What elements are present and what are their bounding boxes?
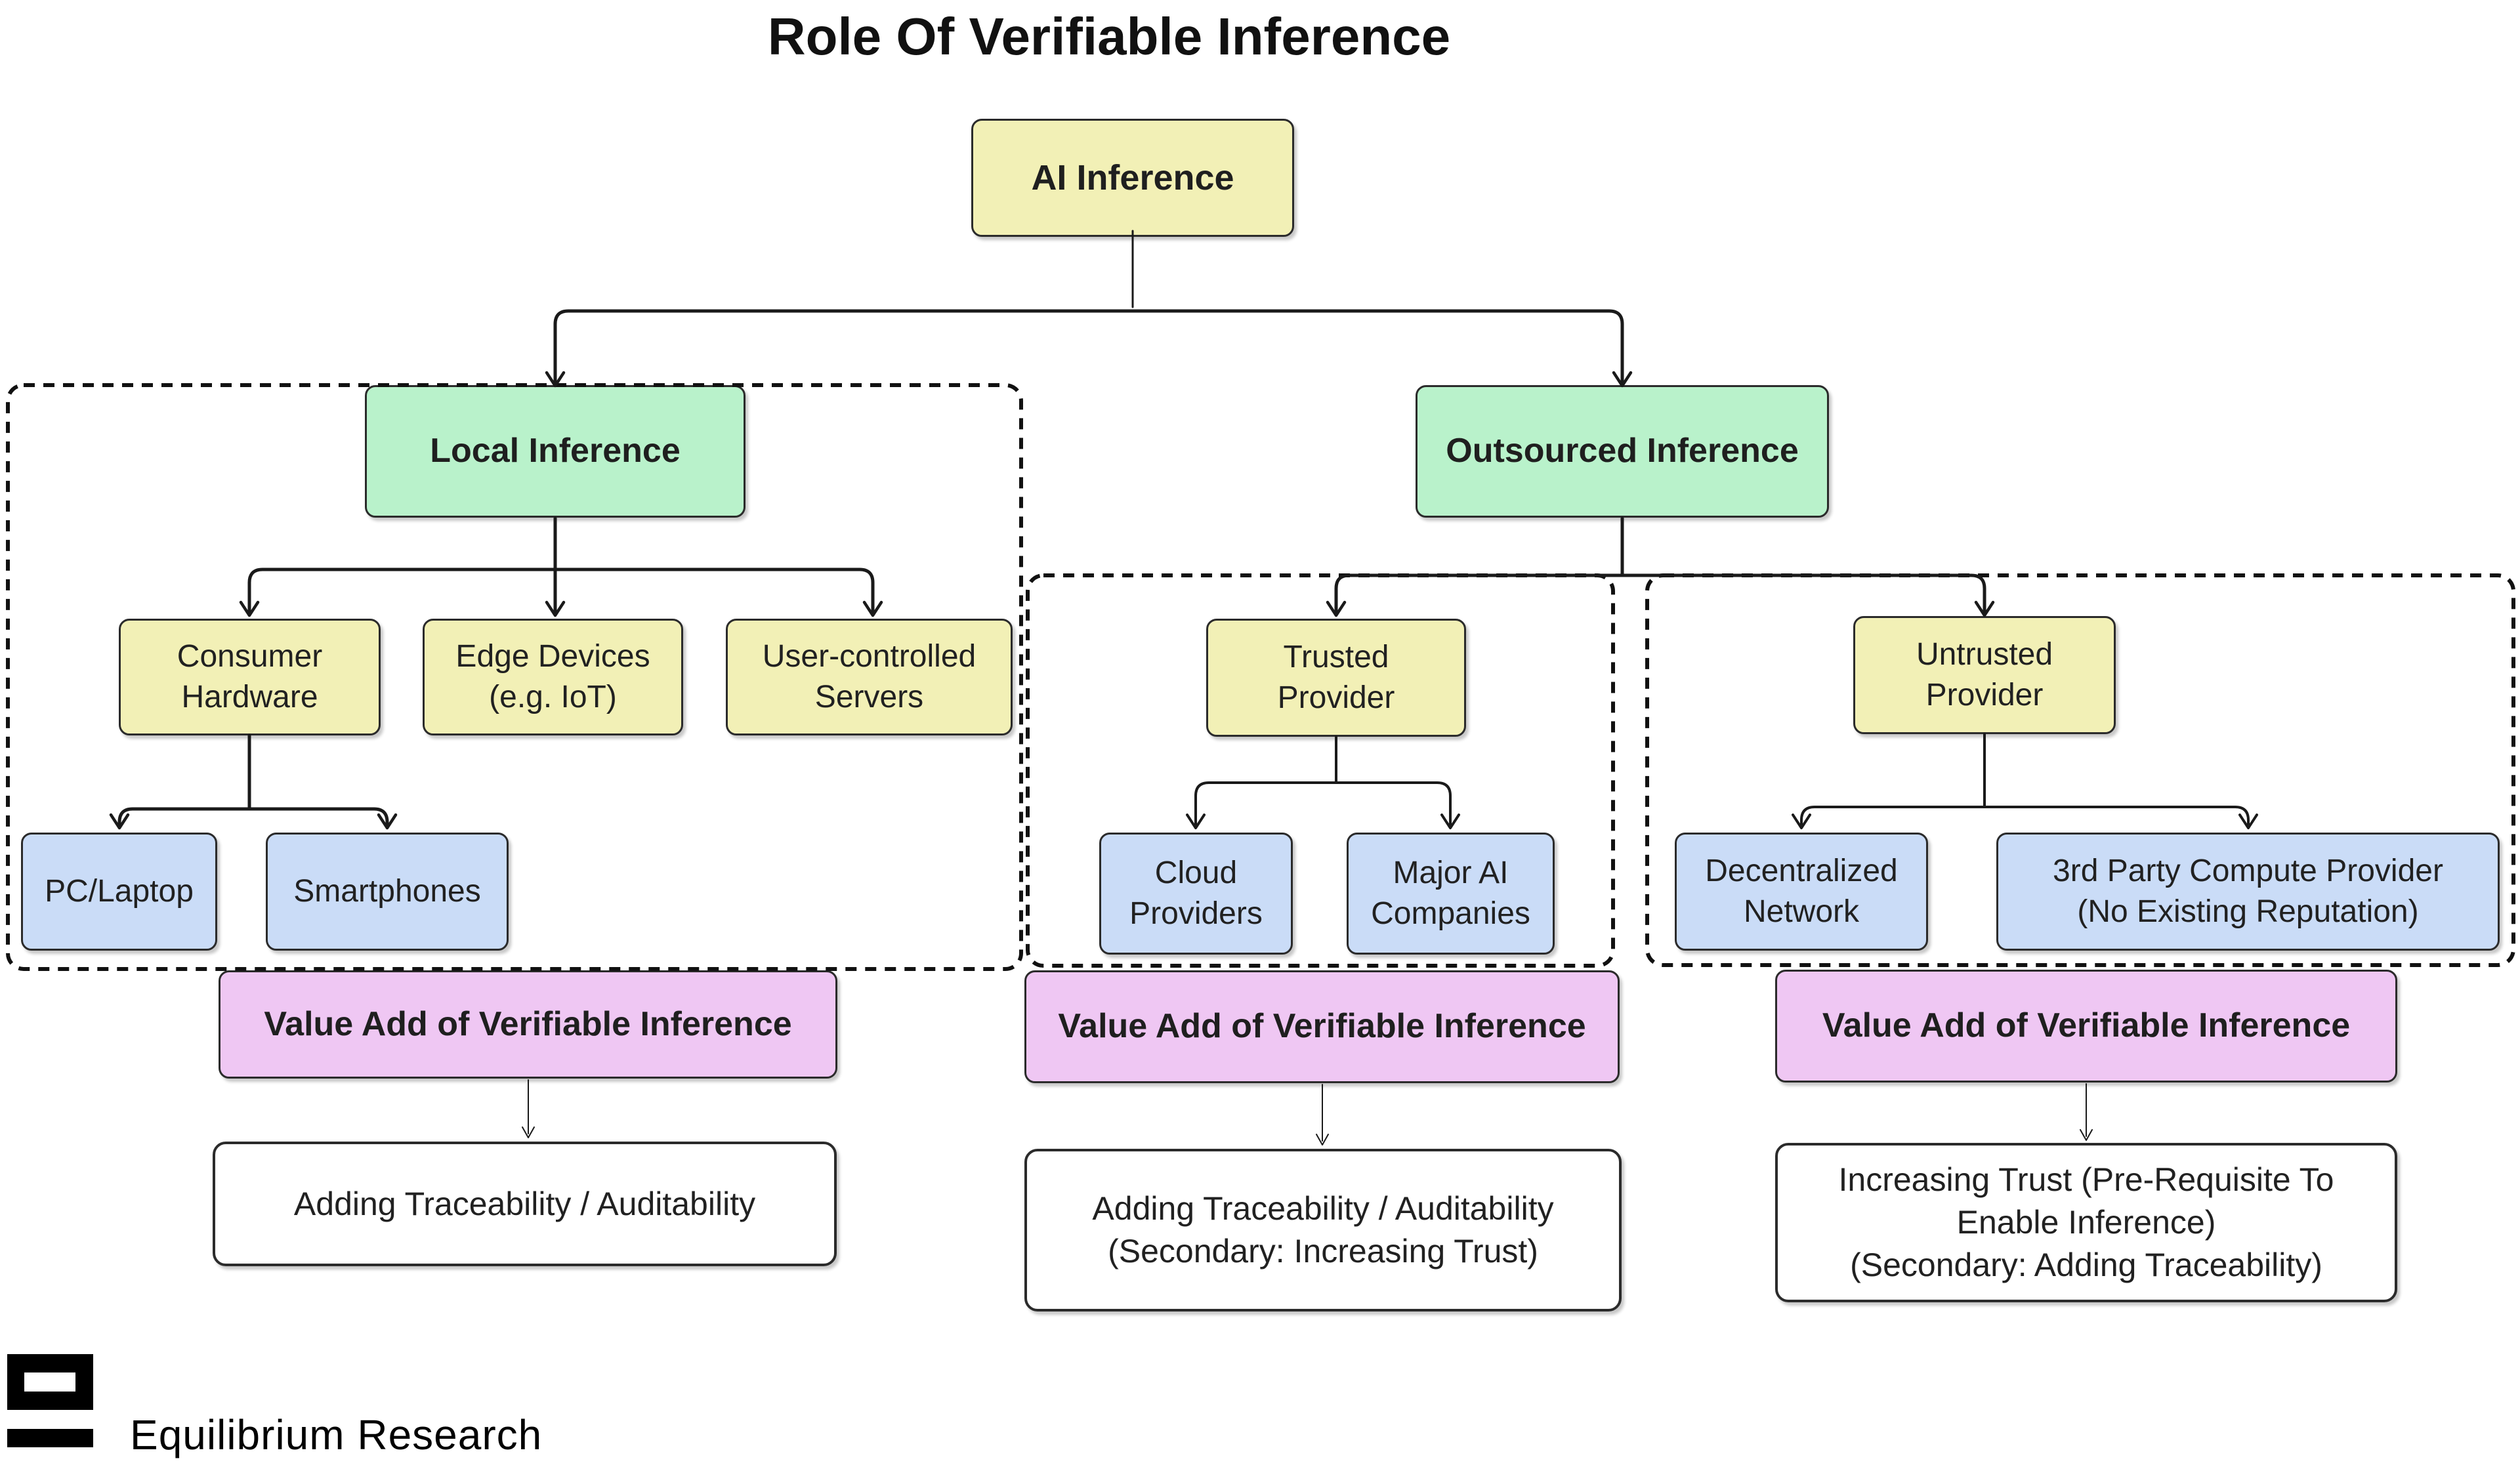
logo-square-hole [24,1372,75,1392]
node-outcome-untrusted-label: Increasing Trust (Pre-Requisite To Enabl… [1838,1161,2334,1283]
node-value-add-local-label: Value Add of Verifiable Inference [264,1004,792,1043]
edge-outsourced-to-providers [1326,516,1995,617]
node-outsourced-inference-label: Outsourced Inference [1446,432,1799,470]
node-local-inference-label: Local Inference [430,432,681,470]
node-value-add-local: Value Add of Verifiable Inference [219,970,837,1079]
node-outcome-untrusted: Increasing Trust (Pre-Requisite To Enabl… [1775,1143,2397,1302]
edge-consumer-to-devices [109,733,398,830]
equilibrium-logo [7,1354,93,1447]
node-consumer-hardware: Consumer Hardware [119,619,381,735]
node-local-inference: Local Inference [365,385,746,518]
node-value-add-untrusted-label: Value Add of Verifiable Inference [1822,1006,2351,1045]
node-major-ai-companies-label: Major AI Companies [1371,855,1530,931]
node-smartphones: Smartphones [266,833,509,951]
node-major-ai-companies: Major AI Companies [1347,833,1555,955]
node-outcome-trusted: Adding Traceability / Auditability (Seco… [1024,1149,1622,1311]
node-decentralized-network-label: Decentralized Network [1705,853,1898,929]
node-user-controlled-servers: User-controlled Servers [726,619,1013,735]
node-cloud-providers: Cloud Providers [1099,833,1293,955]
node-edge-devices: Edge Devices (e.g. IoT) [423,619,683,735]
node-edge-devices-label: Edge Devices (e.g. IoT) [455,638,650,714]
node-untrusted-provider: Untrusted Provider [1853,616,2116,734]
node-outcome-trusted-label: Adding Traceability / Auditability (Seco… [1092,1190,1554,1269]
node-outsourced-inference: Outsourced Inference [1416,385,1829,518]
node-pc-laptop: PC/Laptop [21,833,217,951]
edge-trusted-to-children [1186,735,1460,829]
node-smartphones-label: Smartphones [293,873,481,909]
node-ai-inference: AI Inference [971,119,1294,237]
node-outcome-local-label: Adding Traceability / Auditability [293,1185,756,1222]
page-title: Role Of Verifiable Inference [767,7,1451,66]
logo-bar [7,1429,93,1447]
node-consumer-hardware-label: Consumer Hardware [177,638,323,714]
edge-untrusted-to-children [1792,733,2258,829]
node-ai-inference-label: AI Inference [1031,157,1234,197]
node-decentralized-network: Decentralized Network [1675,833,1928,951]
node-value-add-untrusted: Value Add of Verifiable Inference [1775,970,2397,1083]
node-pc-laptop-label: PC/Laptop [45,873,194,909]
node-third-party-compute-label: 3rd Party Compute Provider (No Existing … [2053,853,2443,929]
node-trusted-provider: Trusted Provider [1206,619,1466,737]
edge-local-to-children [239,516,883,617]
node-value-add-trusted: Value Add of Verifiable Inference [1024,970,1620,1083]
node-outcome-local: Adding Traceability / Auditability [213,1142,837,1266]
node-value-add-trusted-label: Value Add of Verifiable Inference [1058,1007,1586,1046]
brand-name: Equilibrium Research [130,1411,543,1458]
node-user-controlled-servers-label: User-controlled Servers [762,638,976,714]
node-third-party-compute: 3rd Party Compute Provider (No Existing … [1996,833,2500,951]
node-untrusted-provider-label: Untrusted Provider [1916,636,2053,712]
edge-valueadd-to-outcomes [522,1079,2093,1145]
edge-ai-to-branches [545,230,1633,388]
node-trusted-provider-label: Trusted Provider [1277,639,1395,715]
node-cloud-providers-label: Cloud Providers [1129,855,1263,931]
